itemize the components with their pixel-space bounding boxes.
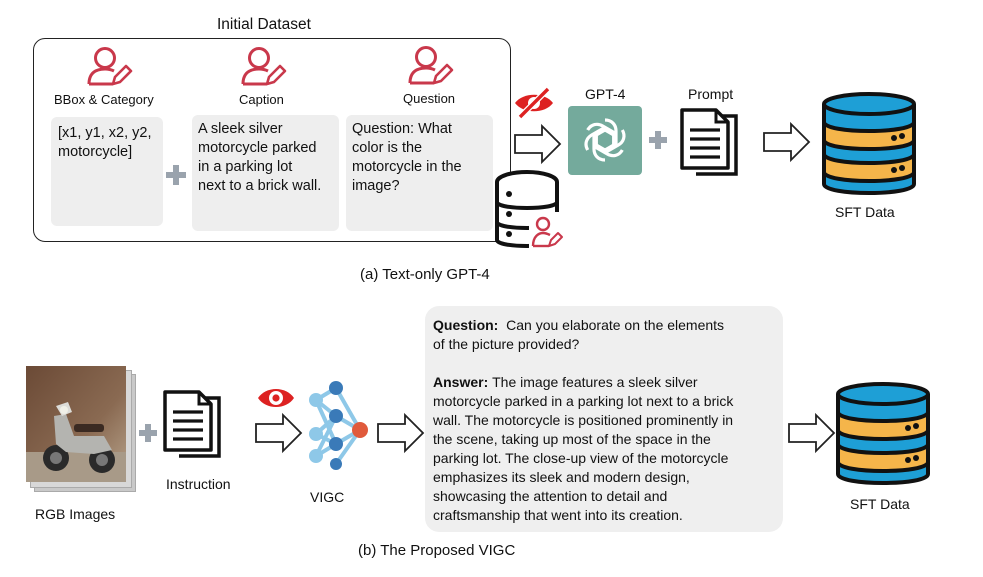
database-icon	[822, 92, 916, 195]
neural-network-icon	[309, 381, 368, 470]
gpt4-tile	[568, 106, 642, 175]
caption-b: (b) The Proposed VIGC	[358, 542, 516, 559]
question-block: Question: Can you elaborate on the eleme…	[433, 316, 783, 354]
bbox-card	[51, 117, 163, 226]
dataset-frame	[33, 38, 511, 242]
eye-icon	[258, 389, 294, 407]
openai-icon	[584, 118, 626, 162]
document-icon	[680, 108, 738, 176]
sft-data-label-bottom: SFT Data	[850, 496, 910, 512]
arrow-icon	[255, 412, 303, 454]
question-card	[346, 115, 493, 231]
prompt-label: Prompt	[688, 86, 734, 102]
user-edit-icon	[87, 47, 133, 86]
document-icon	[163, 390, 221, 458]
question-text: Can you elaborate on the elements of the…	[433, 317, 725, 352]
caption-text: A sleek silver motorcycle parked in a pa…	[198, 121, 322, 194]
question-text: Question: What color is the motorcycle i…	[352, 121, 462, 194]
column-label-question: Question	[403, 91, 456, 106]
arrow-icon	[788, 412, 836, 454]
answer-text: The image features a sleek silver motorc…	[433, 374, 734, 523]
arrow-icon	[514, 123, 562, 165]
dataset-title: Initial Dataset	[217, 16, 311, 33]
qa-bubble	[425, 306, 783, 532]
arrow-icon	[377, 412, 425, 454]
column-label-caption: Caption	[239, 92, 284, 107]
plus-icon	[649, 131, 667, 149]
eye-crossed-icon	[515, 86, 553, 120]
user-edit-icon	[408, 46, 454, 85]
caption-card	[192, 115, 339, 231]
answer-label: Answer:	[433, 374, 489, 390]
plus-icon	[139, 424, 157, 442]
database-icon	[495, 170, 563, 252]
rgb-images-label: RGB Images	[35, 506, 116, 522]
answer-block: Answer: The image features a sleek silve…	[433, 373, 783, 525]
vigc-label: VIGC	[310, 489, 345, 505]
sft-data-label-top: SFT Data	[835, 204, 895, 220]
column-label-bbox: BBox & Category	[54, 92, 154, 107]
bbox-text: [x1, y1, x2, y2, motorcycle]	[58, 124, 166, 162]
arrow-icon	[763, 121, 811, 163]
caption-a: (a) Text-only GPT-4	[360, 266, 490, 283]
gpt4-label: GPT-4	[585, 86, 626, 102]
database-icon	[836, 382, 930, 485]
bbox-line: [x1, y1, x2, y2, motorcycle]	[58, 125, 152, 160]
motorcycle-image	[26, 366, 126, 482]
question-label: Question:	[433, 317, 499, 333]
instruction-label: Instruction	[166, 476, 231, 492]
user-edit-icon	[241, 47, 287, 86]
plus-icon	[166, 165, 186, 185]
